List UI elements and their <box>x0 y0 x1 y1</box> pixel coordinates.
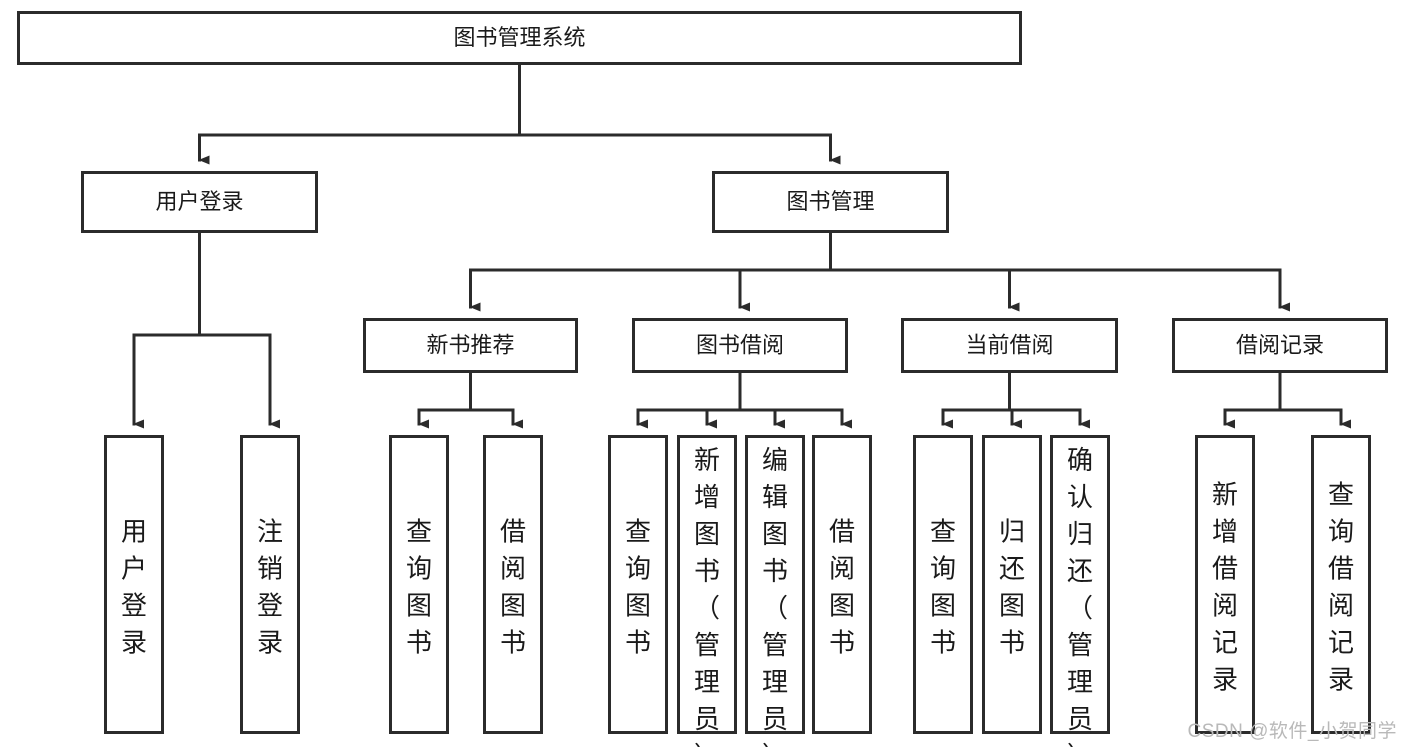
node-label: 查询图书 <box>406 517 432 658</box>
node-label: 借阅图书 <box>829 517 855 658</box>
node-查询图书[interactable]: 查询图书 <box>389 435 449 734</box>
node-label: 借阅记录 <box>1236 332 1324 357</box>
node-label: 注销登录 <box>257 517 283 658</box>
node-box <box>240 435 300 734</box>
node-box <box>745 435 805 734</box>
node-box <box>389 435 449 734</box>
node-label: 编辑图书（管理员） <box>762 445 788 747</box>
node-label: 图书管理系统 <box>453 25 585 50</box>
node-图书管理系统[interactable]: 图书管理系统 <box>17 11 1022 65</box>
node-新增图书管理员[interactable]: 新增图书（管理员） <box>677 435 737 747</box>
node-确认归还管理员[interactable]: 确认归还（管理员） <box>1050 435 1110 747</box>
node-查询借阅记录[interactable]: 查询借阅记录 <box>1311 435 1371 734</box>
node-box <box>17 11 1022 65</box>
connector-layer <box>132 63 1351 429</box>
node-box <box>677 435 737 734</box>
node-新增借阅记录[interactable]: 新增借阅记录 <box>1195 435 1255 734</box>
node-label: 用户登录 <box>155 189 243 214</box>
node-box <box>1195 435 1255 734</box>
node-box <box>81 171 318 233</box>
node-查询图书[interactable]: 查询图书 <box>913 435 973 734</box>
node-编辑图书管理员[interactable]: 编辑图书（管理员） <box>745 435 805 747</box>
node-注销登录[interactable]: 注销登录 <box>240 435 300 734</box>
node-查询图书[interactable]: 查询图书 <box>608 435 668 734</box>
node-借阅图书[interactable]: 借阅图书 <box>483 435 543 734</box>
node-借阅记录[interactable]: 借阅记录 <box>1172 318 1388 373</box>
node-label: 归还图书 <box>999 517 1025 658</box>
node-用户登录[interactable]: 用户登录 <box>81 171 318 233</box>
node-label: 查询图书 <box>625 517 651 658</box>
node-box <box>712 171 949 233</box>
node-图书管理[interactable]: 图书管理 <box>712 171 949 233</box>
node-layer: 图书管理系统用户登录用户登录注销登录图书管理新书推荐查询图书借阅图书图书借阅查询… <box>17 11 1388 747</box>
node-box <box>901 318 1118 373</box>
node-当前借阅[interactable]: 当前借阅 <box>901 318 1118 373</box>
node-box <box>483 435 543 734</box>
node-box <box>913 435 973 734</box>
node-label: 新增借阅记录 <box>1212 480 1238 695</box>
node-label: 新增图书（管理员） <box>694 445 720 747</box>
node-label: 新书推荐 <box>426 332 514 357</box>
node-label: 图书借阅 <box>696 332 784 357</box>
node-label: 确认归还（管理员） <box>1067 445 1093 747</box>
node-box <box>104 435 164 734</box>
node-label: 借阅图书 <box>500 517 526 658</box>
node-借阅图书[interactable]: 借阅图书 <box>812 435 872 734</box>
node-box <box>1172 318 1388 373</box>
node-label: 用户登录 <box>121 517 147 658</box>
node-label: 查询图书 <box>930 517 956 658</box>
node-label: 图书管理 <box>786 189 874 214</box>
node-box <box>982 435 1042 734</box>
node-label: 当前借阅 <box>965 332 1053 357</box>
node-box <box>1050 435 1110 734</box>
node-label: 查询借阅记录 <box>1328 480 1354 695</box>
node-用户登录[interactable]: 用户登录 <box>104 435 164 734</box>
node-box <box>812 435 872 734</box>
node-图书借阅[interactable]: 图书借阅 <box>632 318 848 373</box>
node-box <box>632 318 848 373</box>
node-box <box>363 318 578 373</box>
node-归还图书[interactable]: 归还图书 <box>982 435 1042 734</box>
node-box <box>608 435 668 734</box>
node-box <box>1311 435 1371 734</box>
node-新书推荐[interactable]: 新书推荐 <box>363 318 578 373</box>
